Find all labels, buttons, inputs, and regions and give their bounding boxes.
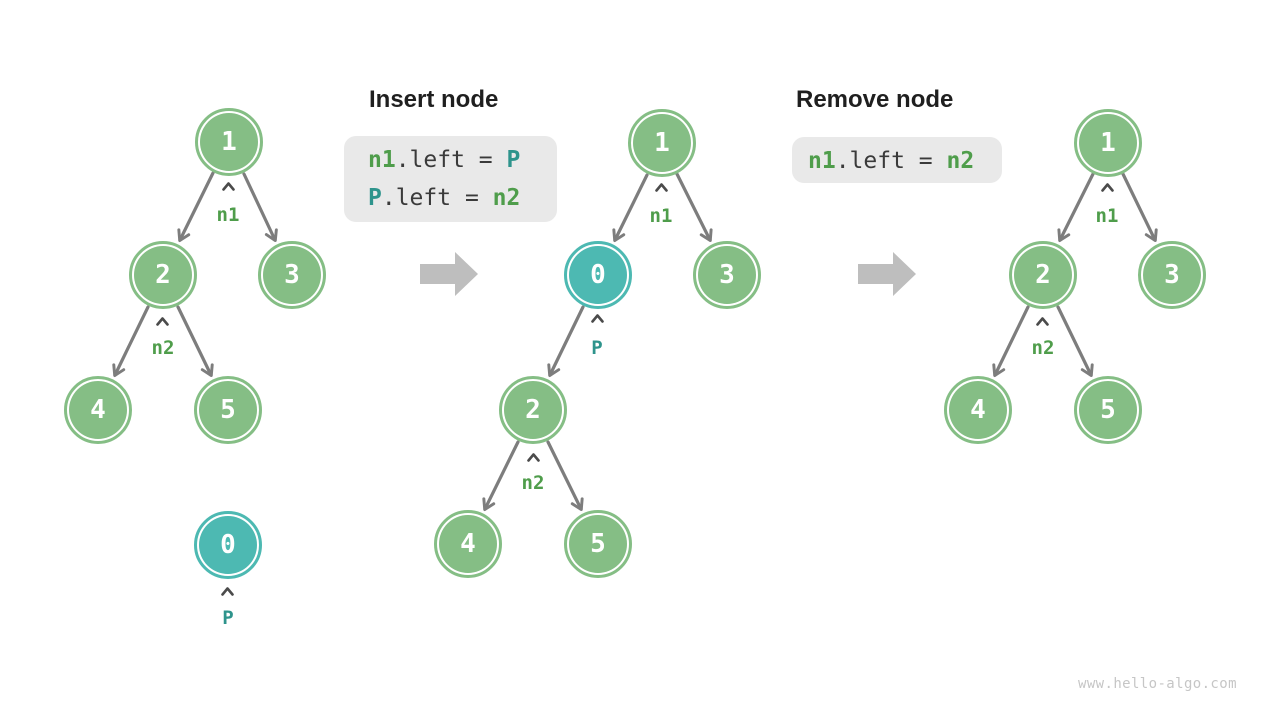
edge-before-2-4	[112, 305, 150, 378]
insert-node-3: 3	[693, 241, 761, 309]
node-value: 1	[1100, 128, 1116, 158]
insert-node-4: 4	[434, 510, 502, 578]
pointer-label-n2: n2	[521, 472, 545, 494]
code-line: n1.left = P	[368, 141, 557, 179]
transition-arrow-icon	[420, 252, 478, 296]
code-token: .left =	[381, 185, 493, 211]
edge-insert-1-3	[675, 172, 713, 243]
watermark: www.hello-algo.com	[1078, 676, 1237, 692]
code-token: P	[506, 147, 521, 173]
pointer-caret-icon	[1101, 183, 1114, 192]
node-value: 3	[719, 260, 735, 290]
remove-node-4: 4	[944, 376, 1012, 444]
node-value: 2	[525, 395, 541, 425]
edge-before-1-3	[242, 172, 278, 243]
pointer-caret-icon	[527, 453, 540, 462]
node-value: 3	[1164, 260, 1180, 290]
insert-node-1: 1	[628, 109, 696, 177]
pointer-label-p: P	[591, 337, 603, 359]
remove-node-5: 5	[1074, 376, 1142, 444]
edge-remove-2-5	[1056, 305, 1094, 378]
node-value: 4	[970, 395, 986, 425]
pointer-label-n1: n1	[216, 204, 240, 226]
node-value: 3	[284, 260, 300, 290]
insert-code-box: n1.left = P P.left = n2	[344, 136, 557, 222]
code-token: .left =	[395, 147, 507, 173]
code-line: P.left = n2	[368, 179, 557, 217]
remove-node-3: 3	[1138, 241, 1206, 309]
remove-node-2: 2	[1009, 241, 1077, 309]
edge-insert-1-0	[612, 173, 649, 243]
edge-remove-1-3	[1121, 172, 1158, 243]
remove-code-box: n1.left = n2	[792, 137, 1002, 183]
pointer-label-n2: n2	[1031, 337, 1055, 359]
node-value: 2	[1035, 260, 1051, 290]
node-value: 4	[90, 395, 106, 425]
edge-before-1-2	[177, 171, 215, 243]
node-value: 5	[220, 395, 236, 425]
pointer-label-n1: n1	[1095, 205, 1119, 227]
code-token: P	[368, 185, 382, 211]
edge-before-2-5	[176, 305, 214, 378]
before-node-1: 1	[195, 108, 263, 176]
pointer-caret-icon	[655, 183, 668, 192]
node-value: 4	[460, 529, 476, 559]
pointer-caret-icon	[156, 317, 169, 326]
pointer-label-p: P	[222, 607, 234, 629]
code-token: .left =	[835, 148, 947, 174]
edge-insert-2-4	[482, 440, 520, 512]
before-node-0-highlighted: 0	[194, 511, 262, 579]
edge-remove-1-2	[1057, 172, 1095, 243]
insert-node-2: 2	[499, 376, 567, 444]
before-node-5: 5	[194, 376, 262, 444]
before-node-3: 3	[258, 241, 326, 309]
node-value: 0	[590, 260, 606, 290]
insert-section-title: Insert node	[369, 86, 499, 113]
transition-arrow-icon	[858, 252, 916, 296]
edge-insert-2-5	[546, 440, 584, 512]
remove-section-title: Remove node	[796, 86, 954, 113]
node-value: 1	[221, 127, 237, 157]
insert-node-5: 5	[564, 510, 632, 578]
pointer-caret-icon	[222, 182, 235, 191]
edge-insert-0-2	[547, 305, 585, 378]
before-node-4: 4	[64, 376, 132, 444]
code-token: n2	[492, 185, 521, 211]
pointer-caret-icon	[1036, 317, 1049, 326]
node-value: 2	[155, 260, 171, 290]
insert-node-0-highlighted: 0	[564, 241, 632, 309]
before-node-2: 2	[129, 241, 197, 309]
node-value: 5	[590, 529, 606, 559]
pointer-caret-icon	[221, 587, 234, 596]
code-token: n1	[368, 147, 396, 173]
node-value: 5	[1100, 395, 1116, 425]
code-line: n1.left = n2	[808, 142, 1002, 180]
pointer-caret-icon	[591, 314, 604, 323]
code-token: n1	[808, 148, 836, 174]
remove-node-1: 1	[1074, 109, 1142, 177]
code-token: n2	[946, 148, 975, 174]
pointer-label-n1: n1	[649, 205, 673, 227]
edge-remove-2-4	[992, 305, 1030, 378]
node-value: 0	[220, 530, 236, 560]
pointer-label-n2: n2	[151, 337, 175, 359]
node-value: 1	[654, 128, 670, 158]
